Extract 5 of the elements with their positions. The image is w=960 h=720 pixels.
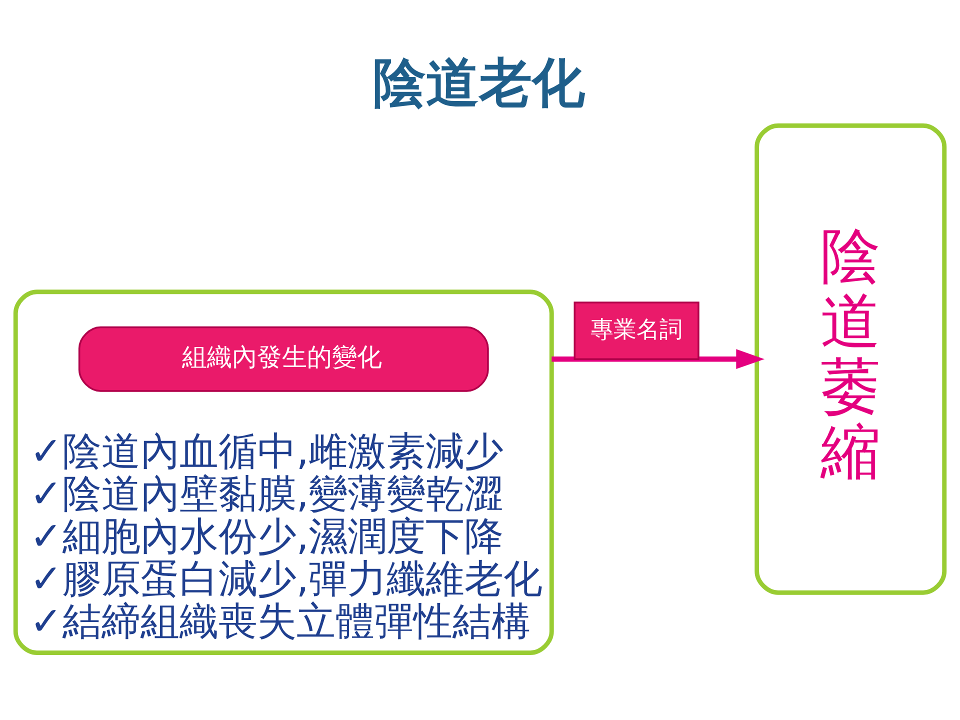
arrow — [552, 349, 765, 370]
node-box: 陰道萎縮 — [754, 123, 947, 595]
edge-label: 專業名詞 — [590, 316, 683, 343]
node-box: 組織內發生的變化 — [78, 326, 489, 392]
diagram-title: 陰道老化 — [372, 52, 585, 114]
